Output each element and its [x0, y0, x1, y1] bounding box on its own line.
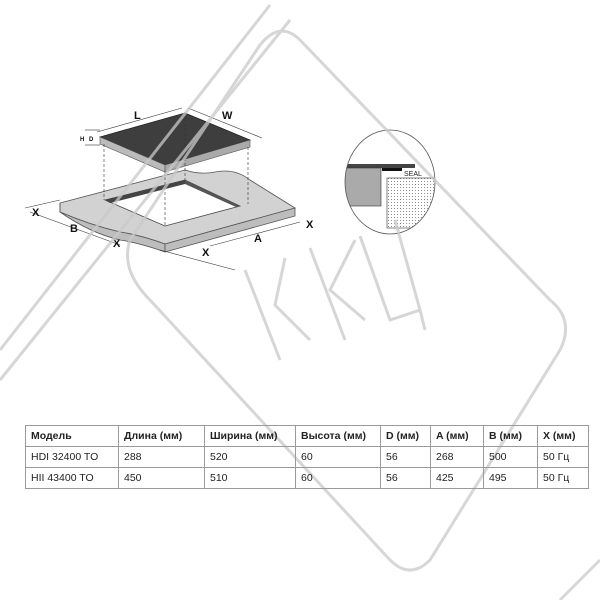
label-X-right: X	[306, 219, 314, 231]
label-L: L	[134, 110, 141, 122]
cell-model: HDI 32400 TO	[25, 446, 119, 468]
header-length: Длина (мм)	[118, 425, 205, 447]
cell-d: 56	[380, 467, 431, 489]
header-height: Высота (мм)	[295, 425, 381, 447]
label-B: B	[70, 223, 78, 235]
seal-detail: SEAL	[344, 129, 436, 235]
specs-table: Модель Длина (мм) Ширина (мм) Высота (мм…	[25, 425, 589, 489]
cell-x: 50 Гц	[537, 446, 589, 468]
cell-width: 520	[204, 446, 296, 468]
cell-length: 450	[118, 467, 205, 489]
label-seal: SEAL	[404, 171, 422, 178]
cell-height: 60	[295, 467, 381, 489]
cell-x: 50 Гц	[537, 467, 589, 489]
header-x: X (мм)	[537, 425, 589, 447]
cell-model: HII 43400 TO	[25, 467, 119, 489]
cell-length: 288	[118, 446, 205, 468]
cell-a: 268	[430, 446, 484, 468]
cell-b: 495	[483, 467, 538, 489]
label-X-left: X	[32, 207, 40, 219]
cell-a: 425	[430, 467, 484, 489]
cell-width: 510	[204, 467, 296, 489]
table-row: HII 43400 TO 450 510 60 56 425 495 50 Гц	[25, 467, 589, 489]
table-header-row: Модель Длина (мм) Ширина (мм) Высота (мм…	[25, 425, 589, 447]
header-model: Модель	[25, 425, 119, 447]
header-d: D (мм)	[380, 425, 431, 447]
label-X-bottom-left: X	[113, 238, 121, 250]
header-b: B (мм)	[483, 425, 538, 447]
label-D: D	[89, 137, 94, 143]
label-A: A	[254, 233, 262, 245]
header-width: Ширина (мм)	[204, 425, 296, 447]
table-row: HDI 32400 TO 288 520 60 56 268 500 50 Гц	[25, 446, 589, 468]
cell-d: 56	[380, 446, 431, 468]
label-X-bottom: X	[202, 247, 210, 259]
cell-height: 60	[295, 446, 381, 468]
header-a: A (мм)	[430, 425, 484, 447]
label-H: H	[80, 137, 84, 143]
label-W: W	[222, 110, 233, 122]
cell-b: 500	[483, 446, 538, 468]
